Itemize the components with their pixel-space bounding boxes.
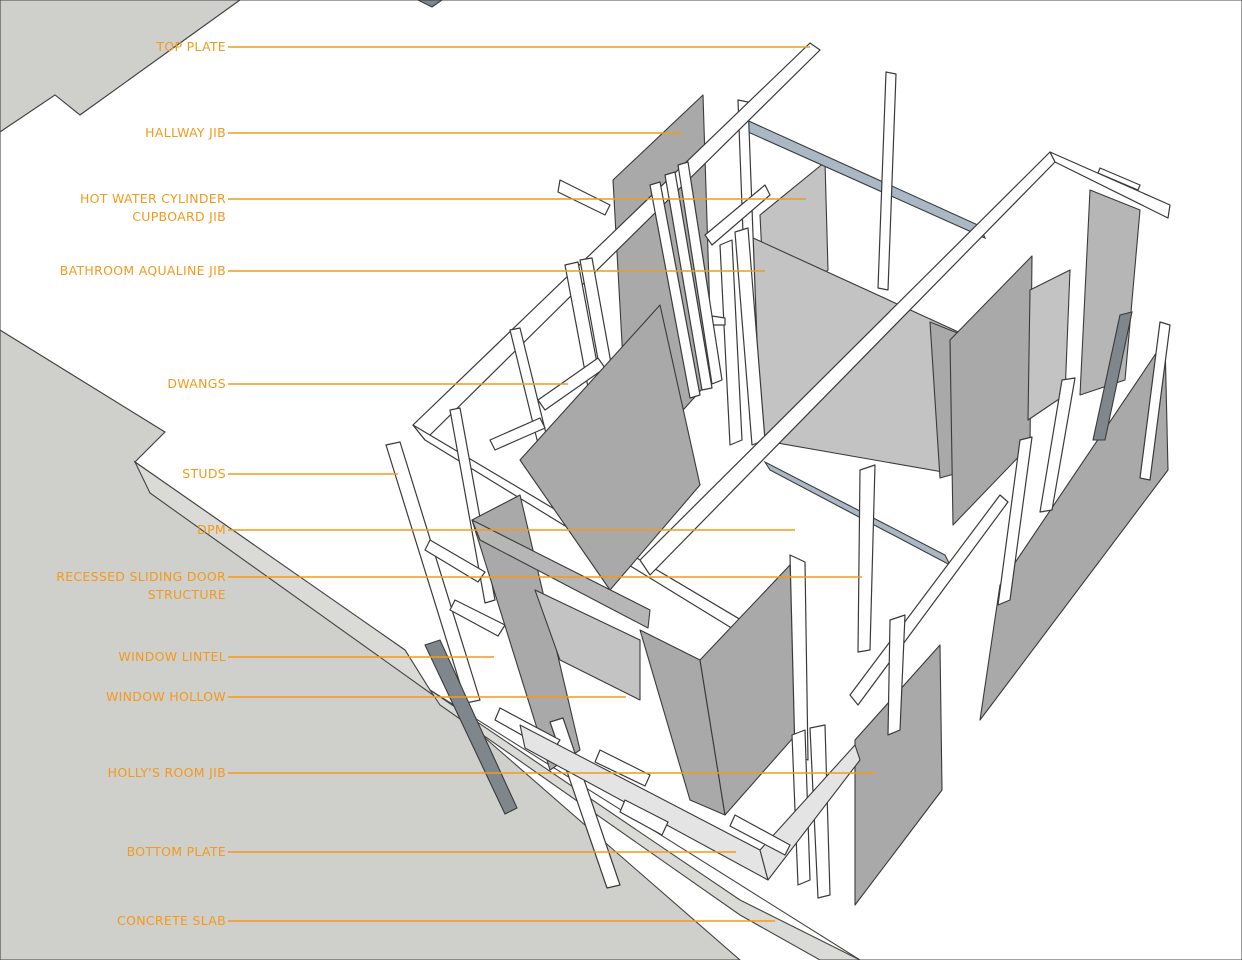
- label-top-plate: TOP PLATE: [156, 39, 226, 54]
- label-window-lintel: WINDOW LINTEL: [118, 649, 226, 664]
- hollys-room-jib-panel: [854, 644, 943, 906]
- dwang-2: [489, 417, 546, 451]
- bottom-block-3: [729, 814, 791, 856]
- label-hollys-room-jib: HOLLY'S ROOM JIB: [107, 765, 226, 780]
- slab-edge-lower: [429, 689, 861, 960]
- label-hot-water-cylinder-cupboard-jib: HOT WATER CYLINDER CUPBOARD JIB: [79, 191, 226, 224]
- right-door-stud: [857, 464, 876, 653]
- label-bottom-plate: BOTTOM PLATE: [126, 844, 226, 859]
- stud-a: [649, 181, 701, 399]
- label-dwangs: DWANGS: [167, 376, 226, 391]
- label-bathroom-aqualine-jib: BATHROOM AQUALINE JIB: [59, 263, 226, 278]
- right-stud-1: [1139, 321, 1171, 481]
- stud-b: [664, 171, 713, 391]
- front-structure: [424, 304, 809, 889]
- right-side: [791, 311, 1171, 906]
- window-hollow-box: [534, 589, 641, 701]
- label-hallway-jib: HALLWAY JIB: [145, 125, 226, 140]
- right-outer-panel: [979, 339, 1169, 721]
- top-plate-cap: [1097, 167, 1141, 191]
- bottom-plate-frame: [519, 724, 861, 881]
- top-plate-crossbar: [557, 179, 611, 216]
- bottom-block-1: [594, 749, 651, 787]
- dwang-4: [449, 599, 506, 637]
- steel-post-front: [424, 639, 518, 815]
- label-dpm: DPM: [197, 522, 226, 537]
- back-stud-2: [719, 239, 743, 446]
- door-stud-front: [789, 554, 809, 761]
- bottom-block-2: [619, 799, 669, 836]
- window-hollow-left: [471, 494, 581, 771]
- back-post: [877, 71, 897, 291]
- label-concrete-slab: CONCRETE SLAB: [117, 913, 226, 928]
- back-nogg: [711, 315, 726, 326]
- dwang-3: [424, 539, 486, 583]
- center-jib-panel: [519, 304, 701, 591]
- label-studs: STUDS: [182, 466, 226, 481]
- label-window-hollow: WINDOW HOLLOW: [105, 689, 226, 704]
- window-hollow-top: [471, 519, 651, 629]
- right-stud-2: [1039, 377, 1076, 513]
- steel-post-right: [1092, 311, 1133, 441]
- right-stud-3: [997, 436, 1033, 606]
- top-plate-right: [1049, 151, 1171, 219]
- slab-notch: [417, 0, 443, 8]
- stud-c: [677, 161, 723, 385]
- leader-lines: [228, 46, 876, 922]
- label-recessed-sliding-door-structure: RECESSED SLIDING DOOR STRUCTURE: [56, 569, 226, 602]
- stud-front-left: [385, 441, 481, 704]
- hollys-stud-3: [887, 614, 906, 736]
- top-plate-block-1: [704, 184, 771, 246]
